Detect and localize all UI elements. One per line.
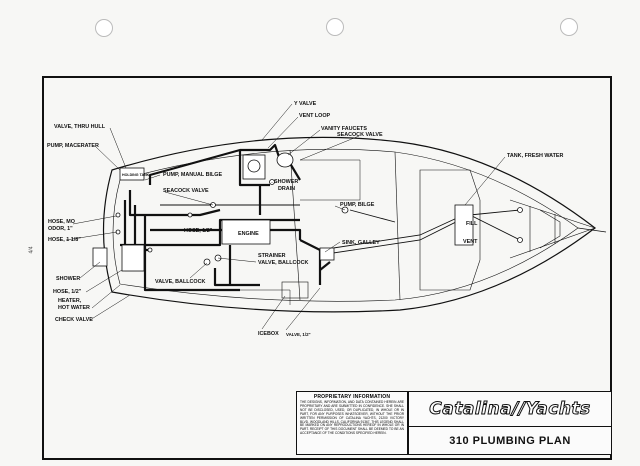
proprietary-title: PROPRIETARY INFORMATION bbox=[313, 394, 391, 400]
label-shower-drain-2: DRAIN bbox=[278, 186, 295, 192]
label-fill: FILL bbox=[466, 221, 478, 227]
label-heater-1: HEATER, bbox=[58, 298, 82, 304]
binder-hole-right bbox=[560, 18, 578, 36]
catalina-yachts-logo: Catalina//Yachts bbox=[429, 399, 591, 420]
galley-sink bbox=[319, 247, 335, 261]
label-vent: VENT bbox=[463, 239, 478, 245]
label-vanity-faucets: VANITY FAUCETS bbox=[321, 126, 367, 132]
label-heater-2: HOT WATER bbox=[58, 305, 90, 311]
logo-box: Catalina//Yachts bbox=[408, 391, 612, 427]
label-tank-fresh-water: TANK, FRESH WATER bbox=[507, 153, 564, 159]
bow-pulpit bbox=[509, 199, 596, 259]
label-seacock-valve-top: SEACOCK VALVE bbox=[337, 132, 383, 138]
hull-outline bbox=[102, 136, 607, 313]
plumbing-lines bbox=[120, 143, 331, 292]
label-holding-tank: HOLDING TANK bbox=[122, 173, 150, 177]
drawing-frame bbox=[42, 76, 612, 460]
label-valve-ballcock: VALVE, BALLCOCK bbox=[155, 279, 206, 285]
title-block: 310 PLUMBING PLAN bbox=[408, 427, 612, 455]
leader-lines bbox=[65, 103, 506, 331]
binder-hole-center bbox=[326, 18, 344, 36]
holding-tank bbox=[119, 167, 145, 181]
label-hose-1-2-engine: HOSE, 1/2" bbox=[184, 228, 213, 234]
fixtures bbox=[92, 152, 523, 272]
label-engine: ENGINE bbox=[238, 231, 259, 237]
binder-hole-left bbox=[95, 19, 113, 37]
fresh-water-tank bbox=[454, 204, 474, 246]
label-sink-galley: SINK, GALLEY bbox=[342, 240, 380, 246]
label-valve-1-2: VALVE, 1/2" bbox=[286, 332, 311, 337]
label-icebox: ICEBOX bbox=[258, 331, 279, 337]
proprietary-notice: PROPRIETARY INFORMATION THE DESIGNS, INF… bbox=[296, 391, 408, 455]
shower-fixture bbox=[92, 247, 108, 267]
water-heater bbox=[121, 244, 145, 272]
proprietary-body: THE DESIGNS, INFORMATION, AND DATA CONTA… bbox=[300, 400, 404, 436]
label-y-valve: Y VALVE bbox=[294, 101, 317, 107]
label-pump-macerater: PUMP, MACERATER bbox=[47, 143, 99, 149]
label-hose-1-2: HOSE, 1/2" bbox=[53, 289, 82, 295]
label-hose-mo-odor-1: HOSE, MO bbox=[48, 219, 75, 225]
label-valve-thru-hull: VALVE, THRU HULL bbox=[54, 124, 106, 130]
component-labels: Y VALVE VENT LOOP VANITY FAUCETS SEACOCK… bbox=[47, 101, 564, 337]
label-strainer-2: VALVE, BALLCOCK bbox=[258, 260, 309, 266]
label-strainer-1: STRAINER bbox=[258, 253, 286, 259]
label-hose-mo-odor-2: ODOR, 1" bbox=[48, 226, 73, 232]
label-pump-bilge: PUMP, BILGE bbox=[340, 202, 375, 208]
label-seacock-valve: SEACOCK VALVE bbox=[163, 188, 209, 194]
engine-block bbox=[221, 219, 271, 245]
label-shower-drain-1: SHOWER bbox=[274, 179, 298, 185]
label-vent-loop: VENT LOOP bbox=[299, 113, 331, 119]
label-shower: SHOWER bbox=[56, 276, 80, 282]
label-pump-manual-bilge: PUMP, MANUAL BILGE bbox=[163, 172, 223, 178]
thin-plumbing-lines bbox=[160, 204, 521, 256]
label-hose-1-1-8: HOSE, 1 1/8" bbox=[48, 237, 81, 243]
plan-title: 310 PLUMBING PLAN bbox=[449, 434, 571, 447]
vanity-sink bbox=[276, 152, 294, 168]
label-check-valve: CHECK VALVE bbox=[55, 317, 93, 323]
